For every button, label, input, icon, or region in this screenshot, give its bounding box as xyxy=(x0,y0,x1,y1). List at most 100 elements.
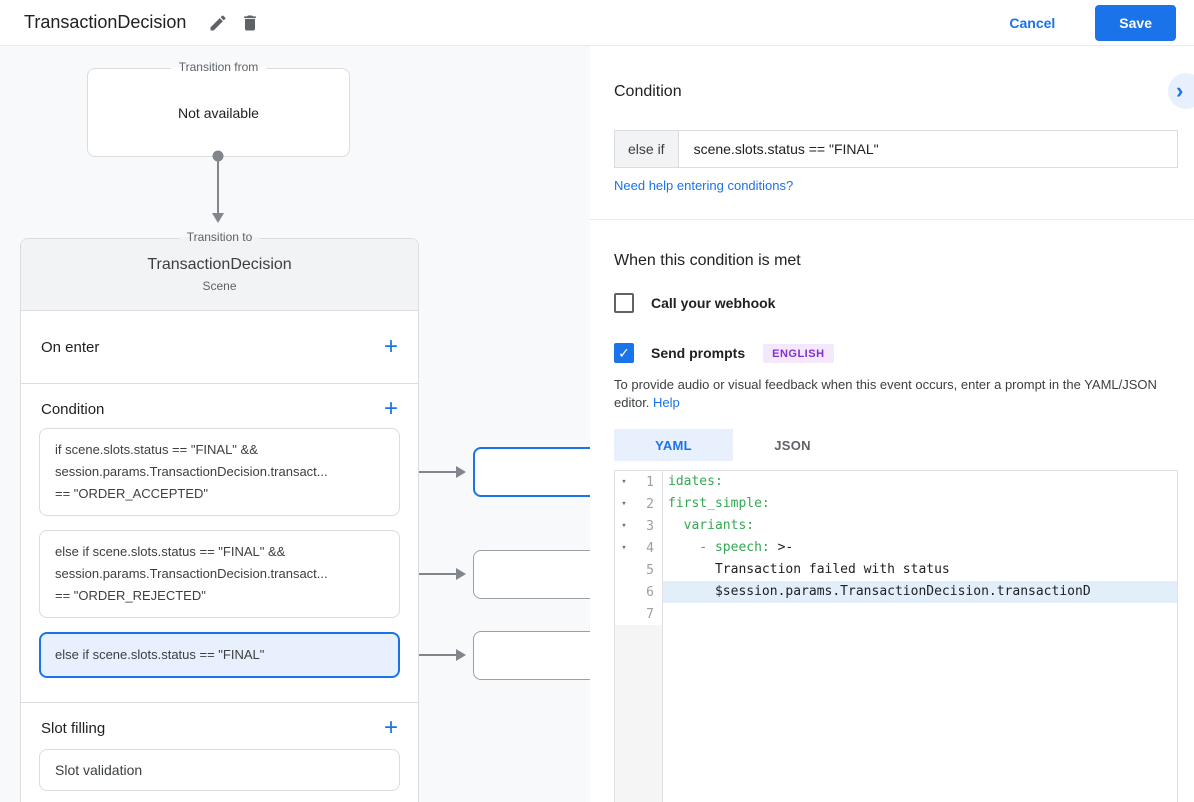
gutter-row: ▾2 xyxy=(615,493,662,515)
scene-name: TransactionDecision xyxy=(147,256,292,273)
transition-to-card: Transition to TransactionDecision Scene … xyxy=(20,230,419,802)
gutter-row: ▾3 xyxy=(615,515,662,537)
line-number: 6 xyxy=(646,584,654,600)
send-prompts-label: Send prompts xyxy=(651,345,746,361)
scene-card-header: TransactionDecision Scene xyxy=(21,239,418,310)
send-prompts-checkbox[interactable]: ✓ xyxy=(614,343,634,363)
line-number: 4 xyxy=(646,540,654,556)
topbar-actions: Cancel Save xyxy=(1009,4,1176,41)
transition-target-node-2[interactable] xyxy=(473,550,590,599)
transition-from-legend: Transition from xyxy=(170,60,267,74)
editor-line: first_simple: xyxy=(663,493,1177,515)
editor-line xyxy=(663,603,1177,625)
page-title: TransactionDecision xyxy=(24,12,187,32)
language-badge: ENGLISH xyxy=(763,343,834,363)
yaml-code-editor[interactable]: ▾1 ▾2 ▾3 ▾4 5 6 7 idates: first_simple: … xyxy=(614,470,1178,802)
help-link[interactable]: Help xyxy=(653,395,680,410)
yaml-text: $session.params.TransactionDecision.tran… xyxy=(668,584,1091,599)
condition-text: else if scene.slots.status == "FINAL" && xyxy=(55,544,286,559)
call-webhook-label: Call your webhook xyxy=(651,295,776,311)
prompt-description: To provide audio or visual feedback when… xyxy=(614,376,1174,412)
gutter-row: ▾1 xyxy=(615,471,662,493)
editor-line: variants: xyxy=(663,515,1177,537)
transition-target-node-3[interactable] xyxy=(473,631,590,680)
add-slot-filling-button[interactable]: + xyxy=(383,714,398,741)
add-condition-button[interactable]: + xyxy=(383,395,398,422)
line-number: 3 xyxy=(646,518,654,534)
condition-item-final-selected[interactable]: else if scene.slots.status == "FINAL" xyxy=(39,632,400,678)
line-number: 7 xyxy=(646,606,654,622)
tab-yaml[interactable]: YAML xyxy=(614,429,733,461)
flow-canvas: Transition from Not available Tran xyxy=(0,46,590,802)
scene-type-label: Scene xyxy=(202,279,237,293)
condition-section-header: Condition + xyxy=(39,396,400,422)
on-enter-row[interactable]: On enter + xyxy=(21,310,418,383)
prompts-option-row: ✓ Send prompts ENGLISH xyxy=(614,343,834,363)
condition-section: Condition + if scene.slots.status == "FI… xyxy=(21,383,418,702)
gutter-row: 5 xyxy=(615,559,662,581)
cancel-button[interactable]: Cancel xyxy=(1009,14,1056,31)
editor-code-area[interactable]: idates: first_simple: variants: - speech… xyxy=(663,471,1177,802)
condition-detail-panel: Condition › else if Need help entering c… xyxy=(590,46,1194,802)
editor-tabs: YAML JSON xyxy=(614,429,852,461)
condition-section-label: Condition xyxy=(41,400,105,418)
fold-arrow-icon[interactable]: ▾ xyxy=(621,477,627,487)
editor-line: Transaction failed with status xyxy=(663,559,1177,581)
fold-arrow-icon[interactable]: ▾ xyxy=(621,499,627,509)
yaml-key: variants: xyxy=(668,518,755,533)
chevron-right-icon: › xyxy=(1176,78,1184,103)
yaml-key: first_simple: xyxy=(668,496,770,511)
condition-expression-input[interactable] xyxy=(677,130,1178,168)
save-button[interactable]: Save xyxy=(1095,4,1176,41)
collapse-panel-button[interactable]: › xyxy=(1168,73,1194,109)
transition-from-node: Transition from Not available xyxy=(87,60,350,157)
top-bar: TransactionDecision Cancel Save xyxy=(0,0,1194,46)
condition-text: == "ORDER_ACCEPTED" xyxy=(55,486,208,501)
yaml-text: >- xyxy=(769,540,794,555)
panel-title: Condition xyxy=(614,83,682,100)
tab-json[interactable]: JSON xyxy=(733,429,852,461)
add-on-enter-button[interactable]: + xyxy=(383,333,398,360)
delete-scene-button[interactable] xyxy=(234,7,266,39)
slot-filling-section: Slot filling + Slot validation xyxy=(21,702,418,802)
condition-text: session.params.TransactionDecision.trans… xyxy=(55,464,328,479)
checkmark-icon: ✓ xyxy=(618,345,630,361)
slot-validation-item[interactable]: Slot validation xyxy=(39,749,400,791)
yaml-key: idates: xyxy=(668,474,723,489)
gutter-row: 7 xyxy=(615,603,662,625)
on-enter-label: On enter xyxy=(41,338,100,356)
transition-target-node-1[interactable] xyxy=(473,447,590,497)
webhook-option-row: Call your webhook xyxy=(614,293,775,313)
gutter-row: 6 xyxy=(615,581,662,603)
transition-to-legend: Transition to xyxy=(178,230,261,244)
yaml-key: - speech: xyxy=(668,540,770,555)
editor-line: - speech: >- xyxy=(663,537,1177,559)
condition-item-rejected[interactable]: else if scene.slots.status == "FINAL" &&… xyxy=(39,530,400,618)
gutter-filler xyxy=(615,625,662,802)
editor-gutter: ▾1 ▾2 ▾3 ▾4 5 6 7 xyxy=(615,471,663,802)
condition-input-row: else if xyxy=(614,130,1178,168)
when-condition-heading: When this condition is met xyxy=(614,252,801,269)
panel-divider xyxy=(590,219,1194,220)
fold-arrow-icon[interactable]: ▾ xyxy=(621,543,627,553)
line-number: 1 xyxy=(646,474,654,490)
line-number: 2 xyxy=(646,496,654,512)
call-webhook-checkbox[interactable] xyxy=(614,293,634,313)
condition-item-accepted[interactable]: if scene.slots.status == "FINAL" && sess… xyxy=(39,428,400,516)
editor-line-highlighted: $session.params.TransactionDecision.tran… xyxy=(663,581,1177,603)
condition-prefix-label: else if xyxy=(614,130,678,168)
condition-text: == "ORDER_REJECTED" xyxy=(55,588,206,603)
slot-filling-label: Slot filling xyxy=(41,719,106,737)
edit-scene-button[interactable] xyxy=(202,7,234,39)
condition-help-link[interactable]: Need help entering conditions? xyxy=(614,178,794,193)
editor-line: idates: xyxy=(663,471,1177,493)
line-number: 5 xyxy=(646,562,654,578)
slot-filling-header: Slot filling + xyxy=(39,715,400,741)
condition-text: session.params.TransactionDecision.trans… xyxy=(55,566,328,581)
yaml-text: Transaction failed with status xyxy=(668,562,950,577)
fold-arrow-icon[interactable]: ▾ xyxy=(621,521,627,531)
transition-from-value: Not available xyxy=(178,104,259,121)
prompt-description-text: To provide audio or visual feedback when… xyxy=(614,377,1157,410)
pencil-icon xyxy=(210,14,226,30)
